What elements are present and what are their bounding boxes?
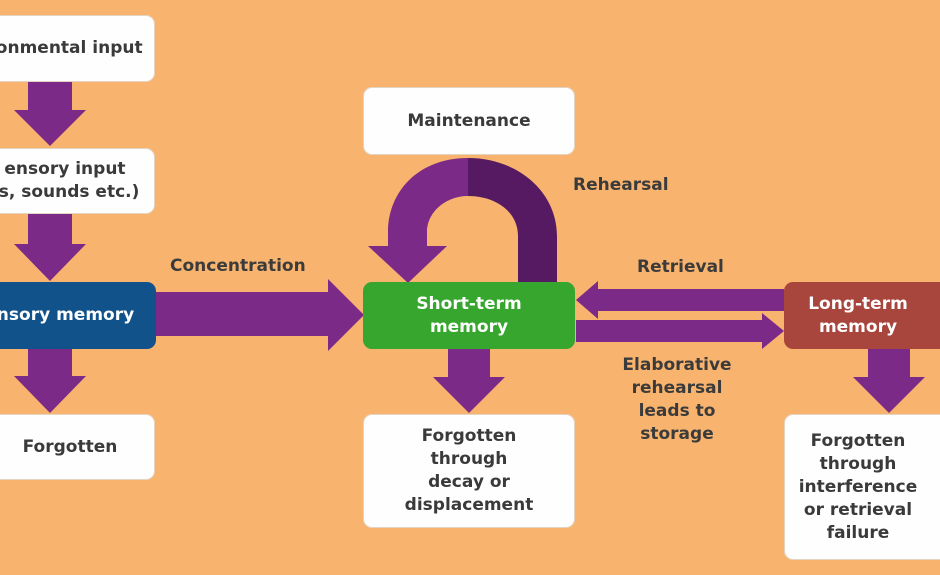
- arrow-stm-to-forgotten: [433, 349, 505, 413]
- concentration-label: Concentration: [170, 256, 306, 276]
- arrow-concentration: [156, 279, 364, 351]
- arrow-retrieval: [576, 281, 784, 319]
- long-term-memory-box: Long-term memory: [784, 282, 940, 349]
- retrieval-label: Retrieval: [637, 257, 724, 277]
- environmental-input-box: ronmental input: [0, 15, 155, 82]
- arrow-sensory-input-to-memory: [14, 214, 86, 281]
- arrow-elaborative-rehearsal: [576, 313, 784, 349]
- elaborative-rehearsal-label: Elaborative rehearsal leads to storage: [622, 355, 732, 444]
- rehearsal-loop: [388, 158, 468, 246]
- forgotten-interference-box: Forgotten through interference or retrie…: [784, 414, 940, 560]
- maintenance-box: Maintenance: [363, 87, 575, 155]
- rehearsal-loop-arrowhead: [368, 246, 447, 283]
- sensory-memory-box: nsory memory: [0, 282, 156, 349]
- arrow-env-to-sensory-input: [14, 82, 86, 146]
- rehearsal-loop-dark: [468, 158, 557, 284]
- arrow-sensory-memory-to-forgotten: [14, 349, 86, 413]
- forgotten-box: Forgotten: [0, 414, 155, 480]
- arrow-ltm-to-forgotten: [853, 349, 925, 413]
- sensory-input-box: ensory input ts, sounds etc.): [0, 148, 155, 214]
- forgotten-decay-box: Forgotten through decay or displacement: [363, 414, 575, 528]
- short-term-memory-box: Short-term memory: [363, 282, 575, 349]
- rehearsal-label: Rehearsal: [573, 175, 669, 195]
